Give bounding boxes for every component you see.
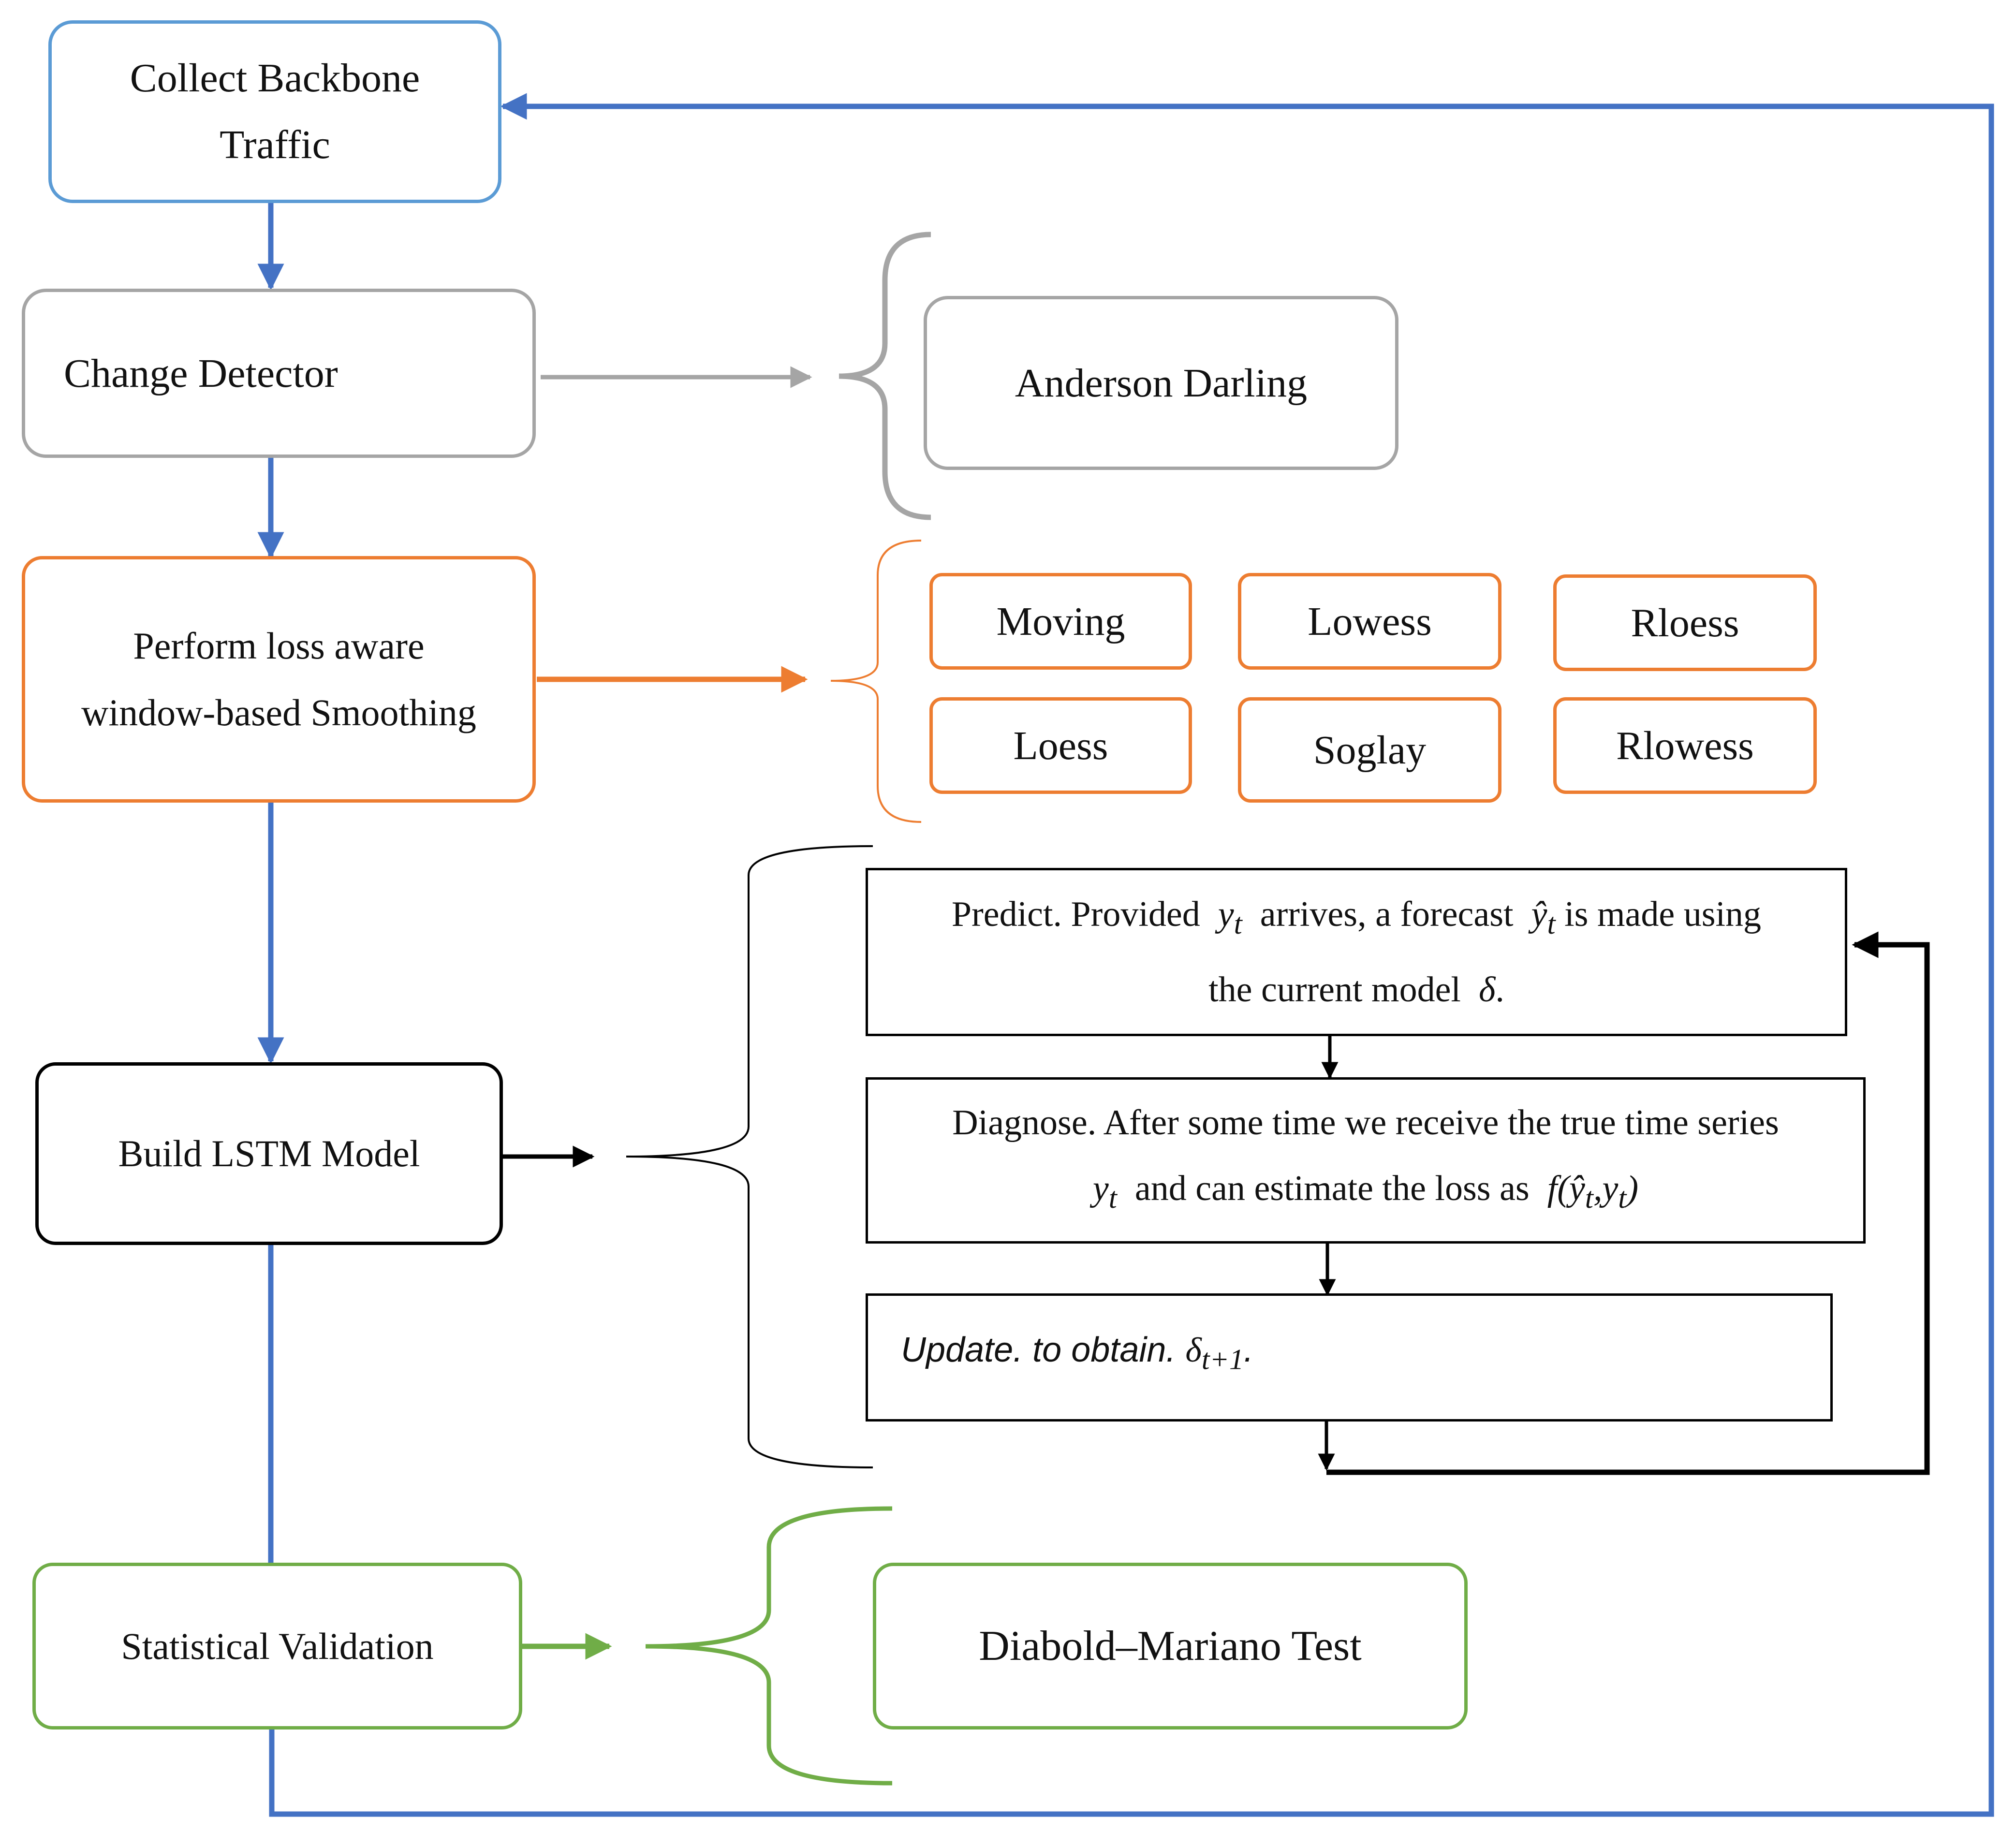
method-soglay: Soglay [1238, 697, 1501, 803]
update-step: Update. to obtain. δt+1. [866, 1293, 1833, 1422]
lstm-node: Build LSTM Model [35, 1062, 503, 1245]
predict-line-1: Predict. Provided yt arrives, a forecast… [951, 894, 1762, 940]
method-rlowess-label: Rlowess [1616, 723, 1754, 768]
collect-traffic-node: Collect Backbone Traffic [48, 20, 501, 203]
method-rlowess: Rlowess [1553, 697, 1817, 794]
method-loess-label: Loess [1013, 723, 1108, 768]
loss-function: f(ŷt,yt) [1547, 1169, 1639, 1215]
symbol-delta-next: δt+1 [1185, 1331, 1244, 1376]
smoothing-node: Perform loss aware window-based Smoothin… [22, 556, 536, 803]
collect-traffic-label: Collect Backbone Traffic [130, 56, 420, 167]
brace-green [645, 1506, 893, 1786]
anderson-darling-node: Anderson Darling [924, 296, 1398, 470]
method-moving-label: Moving [996, 599, 1125, 644]
method-soglay-label: Soglay [1313, 727, 1427, 773]
diagnose-line-1: Diagnose. After some time we receive the… [952, 1103, 1779, 1143]
method-moving: Moving [929, 573, 1192, 670]
dm-test-node: Diabold–Mariano Test [873, 1563, 1468, 1729]
predict-step: Predict. Provided yt arrives, a forecast… [866, 868, 1847, 1036]
feedback-loop-line [269, 93, 1994, 1817]
method-rloess-label: Rloess [1631, 600, 1739, 645]
validation-node: Statistical Validation [32, 1563, 522, 1729]
brace-orange [830, 540, 922, 823]
diagnose-step: Diagnose. After some time we receive the… [866, 1077, 1866, 1244]
smoothing-label: Perform loss aware window-based Smoothin… [81, 625, 476, 733]
brace-black [626, 845, 873, 1468]
symbol-y: yt [1092, 1169, 1117, 1215]
update-line: Update. to obtain. δt+1. [901, 1331, 1254, 1376]
method-lowess: Lowess [1238, 573, 1501, 670]
brace-gray [839, 232, 931, 520]
change-detector-node: Change Detector [22, 289, 536, 458]
method-rloess: Rloess [1553, 574, 1817, 671]
symbol-y-hat: ŷt [1531, 894, 1556, 940]
dm-test-label: Diabold–Mariano Test [979, 1623, 1362, 1670]
loop-back-line [1326, 931, 1930, 1475]
symbol-delta: δ [1479, 969, 1496, 1010]
change-detector-label: Change Detector [64, 351, 338, 396]
lstm-label: Build LSTM Model [118, 1132, 420, 1174]
symbol-y: yt [1218, 894, 1242, 940]
method-lowess-label: Lowess [1308, 599, 1432, 644]
validation-label: Statistical Validation [121, 1625, 434, 1667]
diagnose-line-2: yt and can estimate the loss as f(ŷt,yt) [1092, 1169, 1639, 1215]
anderson-darling-label: Anderson Darling [1015, 360, 1308, 406]
method-loess: Loess [929, 697, 1192, 794]
predict-line-2: the current model δ. [1208, 969, 1504, 1010]
